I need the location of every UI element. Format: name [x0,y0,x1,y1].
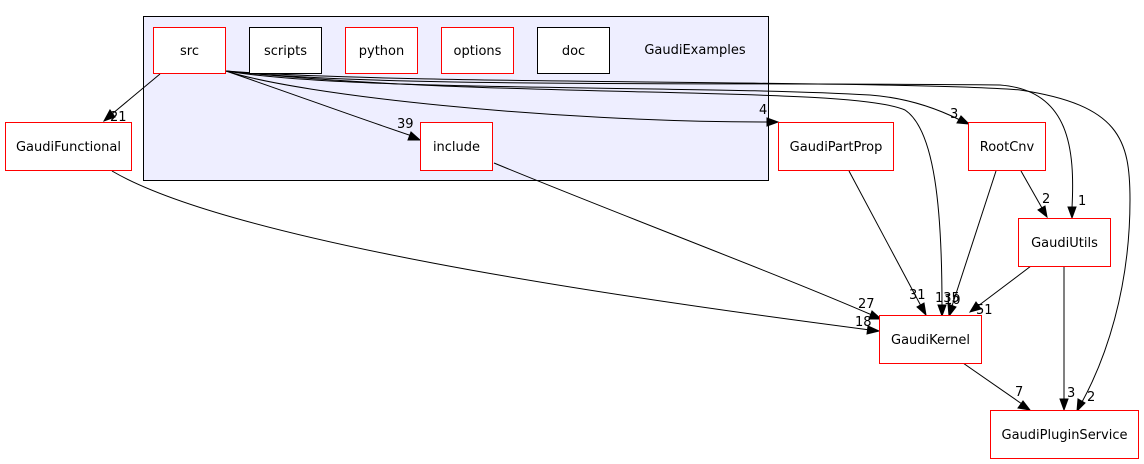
node-gaudipluginservice[interactable]: GaudiPluginService [990,410,1139,459]
node-rootcnv[interactable]: RootCnv [968,122,1046,171]
edge-label: 10 [944,293,961,308]
node-options[interactable]: options [441,27,514,74]
edge-label: 51 [976,303,993,318]
node-label: GaudiFunctional [16,140,121,155]
edge-gaudipartprop-to-gaudikernel: 31 [848,170,927,317]
edge-label: 39 [397,117,414,132]
edge-rootcnv-to-gaudiutils: 2 [1020,170,1050,219]
edge-gaudiutils-to-gaudikernel: 51 [968,265,1032,318]
node-label: include [433,140,480,155]
edge-label: 1 [1078,194,1086,209]
edge-src-to-include: 39 [225,70,422,141]
node-label: GaudiKernel [891,333,970,348]
edge-gaudikernel-to-gaudipluginservice: 7 [962,362,1032,411]
edge-label: 27 [858,297,875,312]
node-python[interactable]: python [345,27,418,74]
node-include[interactable]: include [420,122,493,171]
edge-src-to-rootcnv: 3 [225,70,971,125]
node-label: python [359,44,404,59]
edge-src-to-gaudipluginservice: 2 [225,70,1131,413]
node-scripts[interactable]: scripts [249,27,322,74]
edge-src-to-gaudifunctional: 21 [102,73,161,125]
edge-label: 3 [950,107,958,122]
node-label: GaudiPartProp [790,140,883,155]
edge-gaudifunctional-to-gaudikernel: 18 [111,170,881,335]
node-doc[interactable]: doc [537,27,610,74]
edge-label: 18 [855,315,872,330]
edge-label: 2 [1042,192,1050,207]
node-src[interactable]: src [153,27,226,74]
node-gaudikernel[interactable]: GaudiKernel [879,315,982,364]
cluster-label: GaudiExamples [644,43,746,58]
edges: 21 39 4 3 135 1 [102,70,1131,413]
edge-src-to-gaudipartprop: 4 [225,70,780,127]
edge-gaudiutils-to-gaudipluginservice: 3 [1059,266,1075,412]
node-gaudifunctional[interactable]: GaudiFunctional [5,122,132,171]
edge-label: 7 [1015,385,1023,400]
edge-rootcnv-to-gaudikernel: 10 [944,170,997,318]
edge-label: 2 [1087,390,1095,405]
node-gaudiutils[interactable]: GaudiUtils [1018,218,1111,267]
node-label: scripts [264,44,307,59]
edge-label: 4 [759,103,767,118]
node-label: src [180,44,199,59]
node-gaudipartprop[interactable]: GaudiPartProp [778,122,894,171]
edge-label: 3 [1067,386,1075,401]
node-label: RootCnv [980,140,1035,155]
node-label: doc [562,44,585,59]
edge-include-to-gaudikernel: 27 [493,162,883,320]
node-label: GaudiPluginService [1002,428,1128,443]
node-label: options [454,44,502,59]
edge-label: 31 [909,288,926,303]
node-label: GaudiUtils [1031,236,1098,251]
edge-label: 21 [110,110,127,125]
